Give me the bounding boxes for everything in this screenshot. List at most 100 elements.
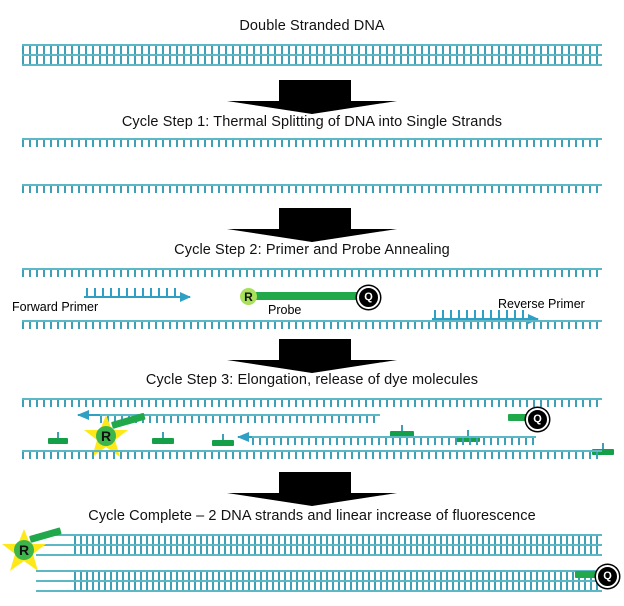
probe-body bbox=[250, 292, 360, 300]
caption-step-1: Cycle Step 1: Thermal Splitting of DNA i… bbox=[121, 114, 503, 130]
quencher-label: Q bbox=[603, 570, 612, 582]
dna-backbone-lower bbox=[22, 64, 602, 66]
released-quencher: Q bbox=[526, 408, 549, 431]
elongation-arrowhead bbox=[237, 432, 249, 442]
caption-double-stranded-dna: Double Stranded DNA bbox=[239, 18, 385, 34]
reporter-label: R bbox=[18, 542, 30, 558]
fragment-stub bbox=[222, 434, 224, 441]
caption-step-3: Cycle Step 3: Elongation, release of dye… bbox=[145, 372, 479, 388]
dna-backbone-middle bbox=[22, 54, 602, 56]
free-quencher-fragment bbox=[575, 571, 601, 578]
star-shape bbox=[84, 415, 128, 457]
quencher-label: Q bbox=[364, 291, 373, 303]
arrow-head bbox=[227, 229, 397, 242]
reporter-label: R bbox=[244, 289, 253, 304]
elongation-arrowhead bbox=[77, 410, 89, 420]
flow-arrow-3 bbox=[227, 339, 397, 373]
elongation-template-bottom bbox=[22, 450, 602, 460]
fragment-stub bbox=[162, 432, 164, 439]
strand-bases bbox=[22, 270, 602, 277]
star-shape bbox=[2, 529, 46, 571]
product-duplex-bottom bbox=[36, 570, 602, 592]
probe-reporter-dye: R bbox=[240, 288, 257, 305]
dna-base-pairs-lower bbox=[22, 56, 602, 64]
fragment-stub bbox=[467, 430, 469, 437]
strand-bases bbox=[22, 452, 602, 459]
strand-bases bbox=[22, 186, 602, 193]
dna-backbone-upper bbox=[36, 534, 602, 536]
dye-fragment bbox=[390, 425, 414, 437]
strand-backbone bbox=[22, 320, 602, 322]
flow-arrow-2 bbox=[227, 208, 397, 242]
forward-primer-arrow bbox=[84, 286, 191, 302]
fragment-bar bbox=[592, 449, 614, 455]
nascent-strand-upper bbox=[100, 414, 380, 424]
arrow-head bbox=[227, 493, 397, 506]
arrow-head bbox=[227, 360, 397, 373]
dna-backbone-middle bbox=[36, 580, 602, 582]
dye-fragment bbox=[48, 432, 68, 444]
caption-step-2: Cycle Step 2: Primer and Probe Annealing bbox=[174, 242, 450, 258]
dye-fragment bbox=[592, 443, 614, 455]
reverse-primer-arrow bbox=[432, 308, 539, 324]
single-strand-lower bbox=[22, 184, 602, 194]
fragment-bar bbox=[390, 431, 414, 437]
forward-primer-label: Forward Primer bbox=[12, 300, 99, 314]
strand-backbone bbox=[100, 414, 380, 416]
free-reporter-star: R bbox=[2, 528, 46, 572]
released-reporter-star: R bbox=[84, 414, 128, 458]
fragment-bar bbox=[152, 438, 174, 444]
primer-line bbox=[432, 318, 538, 320]
strand-bases bbox=[22, 400, 602, 407]
reporter-label: R bbox=[100, 428, 112, 444]
template-strand-top bbox=[22, 268, 602, 278]
flow-arrow-1 bbox=[227, 80, 397, 114]
caption-step-4: Cycle Complete – 2 DNA strands and linea… bbox=[88, 508, 536, 524]
dna-base-pairs-upper bbox=[22, 46, 602, 54]
single-strand-upper bbox=[22, 138, 602, 148]
dsdna-duplex-top bbox=[22, 44, 602, 66]
dna-base-pairs-upper bbox=[74, 572, 602, 580]
template-strand-bottom bbox=[22, 320, 602, 330]
dye-fragment bbox=[212, 434, 234, 446]
quencher-fragment-bar bbox=[508, 414, 532, 421]
primer-line bbox=[84, 296, 190, 298]
dna-backbone-middle bbox=[36, 544, 602, 546]
primer-arrowhead bbox=[528, 314, 539, 324]
probe-quencher-dye: Q bbox=[357, 286, 380, 309]
product-duplex-top bbox=[36, 534, 602, 556]
primer-bases bbox=[86, 288, 176, 296]
strand-bases bbox=[100, 416, 380, 423]
primer-arrowhead bbox=[180, 292, 191, 302]
dna-backbone-upper bbox=[36, 570, 602, 572]
dna-base-pairs-lower bbox=[74, 582, 602, 590]
free-quencher: Q bbox=[596, 565, 619, 588]
arrow-stem bbox=[279, 339, 351, 361]
arrow-head bbox=[227, 101, 397, 114]
strand-bases bbox=[252, 438, 536, 445]
strand-backbone bbox=[22, 138, 602, 140]
arrow-stem bbox=[279, 208, 351, 230]
dna-base-pairs-lower bbox=[74, 546, 602, 554]
quencher-label: Q bbox=[533, 413, 542, 425]
nascent-strand-lower bbox=[252, 436, 536, 446]
arrow-stem bbox=[279, 472, 351, 494]
arrow-stem bbox=[279, 80, 351, 102]
fragment-stub bbox=[57, 432, 59, 439]
dna-backbone-upper bbox=[22, 44, 602, 46]
probe-label: Probe bbox=[268, 303, 302, 317]
dna-backbone-lower bbox=[36, 590, 602, 592]
dna-base-pairs-upper bbox=[74, 536, 602, 544]
fragment-stub bbox=[401, 425, 403, 432]
flow-arrow-4 bbox=[227, 472, 397, 506]
strand-backbone bbox=[22, 184, 602, 186]
reverse-primer-label: Reverse Primer bbox=[498, 297, 585, 311]
strand-backbone bbox=[252, 436, 536, 438]
strand-backbone bbox=[22, 268, 602, 270]
dna-backbone-lower bbox=[36, 554, 602, 556]
fragment-bar bbox=[212, 440, 234, 446]
strand-bases bbox=[22, 140, 602, 147]
strand-backbone bbox=[22, 450, 602, 452]
strand-backbone bbox=[22, 398, 602, 400]
fragment-bar bbox=[48, 438, 68, 444]
